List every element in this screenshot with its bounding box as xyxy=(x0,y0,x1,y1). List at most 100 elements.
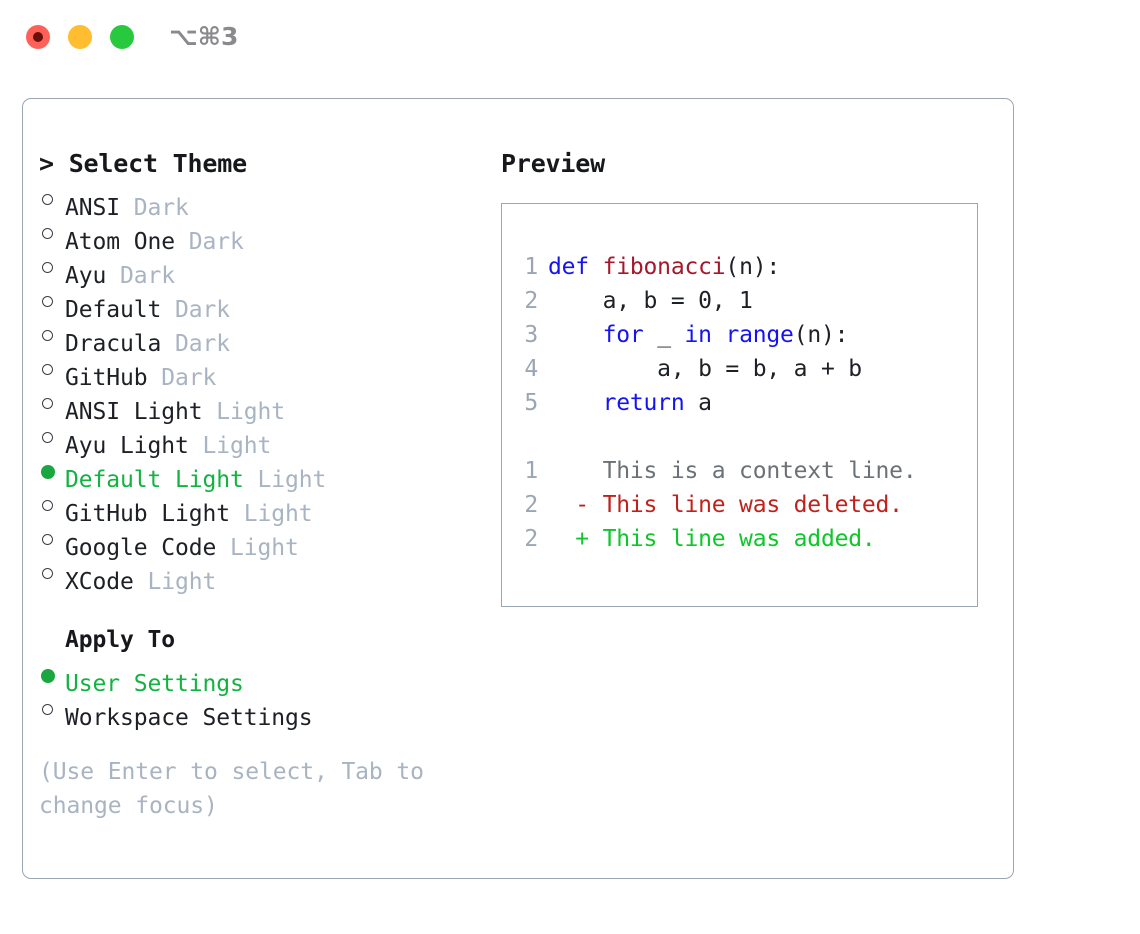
code-text: return a xyxy=(548,386,712,420)
line-number: 3 xyxy=(524,322,538,348)
radio-empty-icon xyxy=(39,385,65,419)
theme-option-variant: Dark xyxy=(161,331,230,357)
close-button[interactable] xyxy=(26,25,50,49)
radio-empty-icon xyxy=(39,419,65,453)
apply-to-option-label: User Settings xyxy=(65,671,244,697)
diff-text-del: - This line was deleted. xyxy=(548,492,903,518)
minimize-button[interactable] xyxy=(68,25,92,49)
code-token-pl: a xyxy=(684,390,712,416)
code-text: a, b = b, a + b xyxy=(548,352,862,386)
code-text: a, b = 0, 1 xyxy=(548,284,753,318)
theme-option-variant: Light xyxy=(243,467,327,493)
apply-to-option-0[interactable]: User Settings xyxy=(39,657,489,697)
line-number: 4 xyxy=(524,356,538,382)
radio-empty-icon xyxy=(39,351,65,385)
theme-option-label: Ayu xyxy=(65,263,107,289)
code-line: 3 for _ in range(n): xyxy=(512,318,971,352)
radio-empty-icon xyxy=(39,181,65,215)
theme-option-label: Dracula xyxy=(65,331,162,357)
code-token-pl: a, b = 0, 1 xyxy=(548,288,753,314)
radio-empty-icon xyxy=(39,555,65,589)
zoom-button[interactable] xyxy=(110,25,134,49)
title-bar: ⌥⌘3 xyxy=(0,0,1140,78)
diff-line: 2 + This line was added. xyxy=(512,522,971,556)
theme-option-label: ANSI Light xyxy=(65,399,203,425)
theme-option-1[interactable]: Atom One Dark xyxy=(39,215,489,255)
code-token-fn: fibonacci xyxy=(602,254,726,280)
radio-empty-icon xyxy=(39,521,65,555)
radio-empty-icon xyxy=(39,317,65,351)
theme-option-label: Ayu Light xyxy=(65,433,189,459)
theme-option-label: XCode xyxy=(65,569,134,595)
code-token-pl: (n): xyxy=(793,322,849,348)
radio-empty-icon xyxy=(39,691,65,725)
code-text: for _ in range(n): xyxy=(548,318,849,352)
theme-option-7[interactable]: Ayu Light Light xyxy=(39,419,489,459)
theme-option-6[interactable]: ANSI Light Light xyxy=(39,385,489,425)
code-line: 1 def fibonacci(n): xyxy=(512,250,971,284)
theme-option-label: GitHub Light xyxy=(65,501,230,527)
theme-option-9[interactable]: GitHub Light Light xyxy=(39,487,489,527)
code-blank-line xyxy=(512,420,971,454)
theme-option-4[interactable]: Dracula Dark xyxy=(39,317,489,357)
traffic-light-group xyxy=(26,25,134,49)
code-token-pl xyxy=(548,390,603,416)
theme-option-variant: Light xyxy=(202,399,285,425)
code-token-pl: (n): xyxy=(725,254,781,280)
diff-text-add: + This line was added. xyxy=(548,526,876,552)
radio-selected-icon xyxy=(39,657,65,691)
theme-option-3[interactable]: Default Dark xyxy=(39,283,489,323)
theme-option-label: Default Light xyxy=(65,467,244,493)
theme-option-variant: Dark xyxy=(174,229,244,255)
line-number: 2 xyxy=(524,492,538,518)
theme-option-11[interactable]: XCode Light xyxy=(39,555,489,595)
code-token-kw: range xyxy=(725,322,794,348)
theme-option-10[interactable]: Google Code Light xyxy=(39,521,489,561)
theme-option-0[interactable]: ANSI Dark xyxy=(39,181,489,221)
line-number: 1 xyxy=(524,254,538,280)
apply-to-option-label: Workspace Settings xyxy=(65,705,313,731)
window-shortcut-label: ⌥⌘3 xyxy=(169,22,239,51)
line-number: 1 xyxy=(524,458,538,484)
theme-option-8[interactable]: Default Light Light xyxy=(39,453,489,493)
theme-option-variant: Dark xyxy=(147,365,217,391)
code-token-pl: a, b = b, a + b xyxy=(548,356,862,382)
diff-text-ctx: This is a context line. xyxy=(548,458,917,484)
theme-option-variant: Light xyxy=(188,433,272,459)
diff-line: 2 - This line was deleted. xyxy=(512,488,971,522)
theme-option-variant: Dark xyxy=(161,297,230,323)
radio-selected-icon xyxy=(39,453,65,487)
radio-empty-icon xyxy=(39,487,65,521)
theme-option-label: Default xyxy=(65,297,162,323)
code-line: 4 a, b = b, a + b xyxy=(512,352,971,386)
code-token-pl xyxy=(548,322,603,348)
theme-option-label: ANSI xyxy=(65,195,120,221)
theme-option-variant: Dark xyxy=(120,195,189,221)
code-line: 5 return a xyxy=(512,386,971,420)
theme-option-5[interactable]: GitHub Dark xyxy=(39,351,489,391)
code-token-pl: _ xyxy=(643,322,685,348)
theme-option-variant: Light xyxy=(229,501,313,527)
theme-option-label: Atom One xyxy=(65,229,175,255)
code-token-kw: def xyxy=(548,254,603,280)
apply-to-option-1[interactable]: Workspace Settings xyxy=(39,691,489,731)
radio-empty-icon xyxy=(39,249,65,283)
theme-option-variant: Light xyxy=(216,535,299,561)
code-token-pl xyxy=(712,322,726,348)
line-number: 2 xyxy=(524,288,538,314)
radio-empty-icon xyxy=(39,283,65,317)
radio-empty-icon xyxy=(39,215,65,249)
theme-option-label: GitHub xyxy=(65,365,148,391)
theme-option-variant: Dark xyxy=(106,263,175,289)
code-token-kw: for xyxy=(602,322,644,348)
code-token-kw: return xyxy=(602,390,685,416)
theme-option-2[interactable]: Ayu Dark xyxy=(39,249,489,289)
